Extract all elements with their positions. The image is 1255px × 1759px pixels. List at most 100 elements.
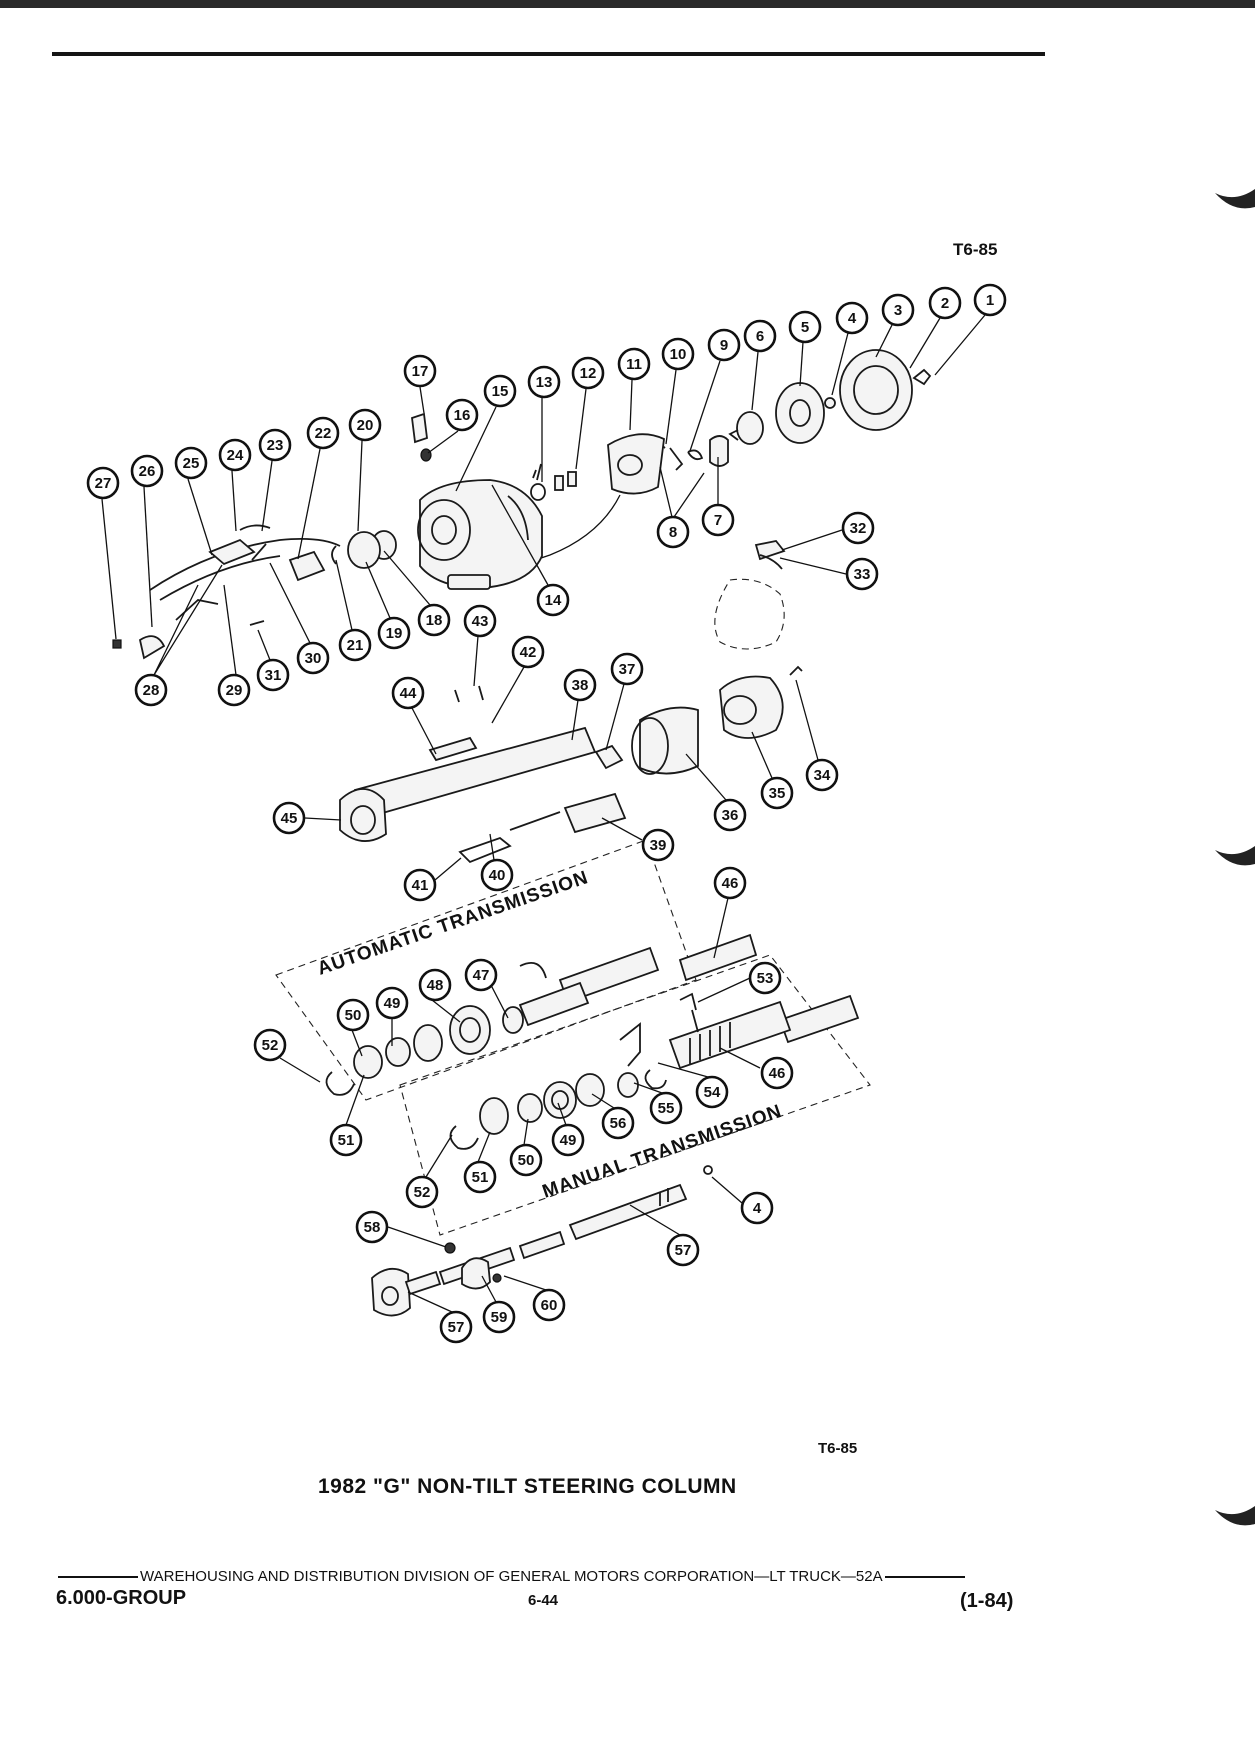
callout-label: 39 (650, 837, 667, 854)
callout-circle (748, 961, 782, 995)
callout-circle (296, 641, 330, 675)
callout-circle (375, 986, 409, 1020)
callout-circle (511, 635, 545, 669)
callout-13: 13 (527, 365, 561, 399)
callout-circle (480, 858, 514, 892)
callout-49: 49 (551, 1123, 585, 1157)
callout-circle (256, 658, 290, 692)
callout-label: 4 (848, 310, 857, 327)
callout-20: 20 (348, 408, 382, 442)
callout-label: 27 (95, 475, 112, 492)
callout-3: 3 (881, 293, 915, 327)
callout-label: 2 (941, 295, 949, 312)
callout-circle (253, 1028, 287, 1062)
callout-circle (134, 673, 168, 707)
callout-21: 21 (338, 628, 372, 662)
callout-label: 33 (854, 566, 871, 583)
callout-42: 42 (511, 635, 545, 669)
callout-11: 11 (617, 347, 651, 381)
callout-label: 20 (357, 417, 374, 434)
callout-circle (306, 416, 340, 450)
callout-circle (743, 319, 777, 353)
callout-label: 45 (281, 810, 298, 827)
callout-circle (336, 998, 370, 1032)
callout-circle (418, 968, 452, 1002)
manual-section-frame (399, 954, 871, 1236)
callout-54: 54 (695, 1075, 729, 1109)
callout-23: 23 (258, 428, 292, 462)
callout-circle (661, 337, 695, 371)
callout-40: 40 (480, 858, 514, 892)
callout-label: 58 (364, 1219, 381, 1236)
callout-circle (463, 604, 497, 638)
leader-lines (101, 314, 986, 1313)
callout-35: 35 (760, 776, 794, 810)
callout-label: 8 (669, 524, 677, 541)
callout-7: 7 (701, 503, 735, 537)
callout-29: 29 (217, 673, 251, 707)
callout-43: 43 (463, 604, 497, 638)
callout-60: 60 (532, 1288, 566, 1322)
callout-circle (973, 283, 1007, 317)
callout-circle (695, 1075, 729, 1109)
callout-circle (483, 374, 517, 408)
callout-circle (881, 293, 915, 327)
callout-4: 4 (835, 301, 869, 335)
callout-label: 49 (560, 1132, 577, 1149)
figure-title: 1982 "G" NON-TILT STEERING COLUMN (318, 1475, 737, 1498)
callout-label: 13 (536, 374, 553, 391)
callout-label: 43 (472, 613, 489, 630)
callout-24: 24 (218, 438, 252, 472)
callout-12: 12 (571, 356, 605, 390)
shift-bowl-group (594, 540, 803, 775)
callout-label: 49 (384, 995, 401, 1012)
callout-circle (391, 676, 425, 710)
callout-26: 26 (130, 454, 164, 488)
footer-page-number: 6-44 (528, 1592, 559, 1609)
callout-25: 25 (174, 446, 208, 480)
callout-circle (463, 1160, 497, 1194)
callout-59: 59 (482, 1300, 516, 1334)
callout-57: 57 (439, 1310, 473, 1344)
lower-shaft-group (371, 1183, 688, 1317)
callout-circle (355, 1210, 389, 1244)
callout-label: 46 (722, 875, 739, 892)
callout-6: 6 (743, 319, 777, 353)
lock-housing (417, 463, 577, 590)
callout-34: 34 (805, 758, 839, 792)
callout-circle (551, 1123, 585, 1157)
callout-51: 51 (329, 1123, 363, 1157)
callout-22: 22 (306, 416, 340, 450)
callout-circle (527, 365, 561, 399)
callout-circle (713, 798, 747, 832)
callout-circle (656, 515, 690, 549)
callout-label: 36 (722, 807, 739, 824)
callout-19: 19 (377, 616, 411, 650)
callout-circle (258, 428, 292, 462)
callout-46: 46 (760, 1056, 794, 1090)
callout-circle (760, 776, 794, 810)
callout-circle (417, 603, 451, 637)
callout-label: 10 (670, 346, 687, 363)
cover-and-nut-group (728, 349, 932, 445)
callout-label: 46 (769, 1065, 786, 1082)
callout-circle (403, 868, 437, 902)
callout-label: 42 (520, 644, 537, 661)
callout-circle (338, 628, 372, 662)
callout-label: 54 (704, 1084, 721, 1101)
callout-30: 30 (296, 641, 330, 675)
callout-circle (601, 1106, 635, 1140)
callout-47: 47 (464, 958, 498, 992)
callout-5: 5 (788, 310, 822, 344)
callout-circle (377, 616, 411, 650)
callout-57: 57 (666, 1233, 700, 1267)
callout-label: 50 (518, 1152, 535, 1169)
callout-circle (841, 511, 875, 545)
callout-circle (403, 354, 437, 388)
callout-label: 18 (426, 612, 443, 629)
callout-label: 4 (753, 1200, 762, 1217)
callout-14: 14 (536, 583, 570, 617)
callout-2: 2 (928, 286, 962, 320)
